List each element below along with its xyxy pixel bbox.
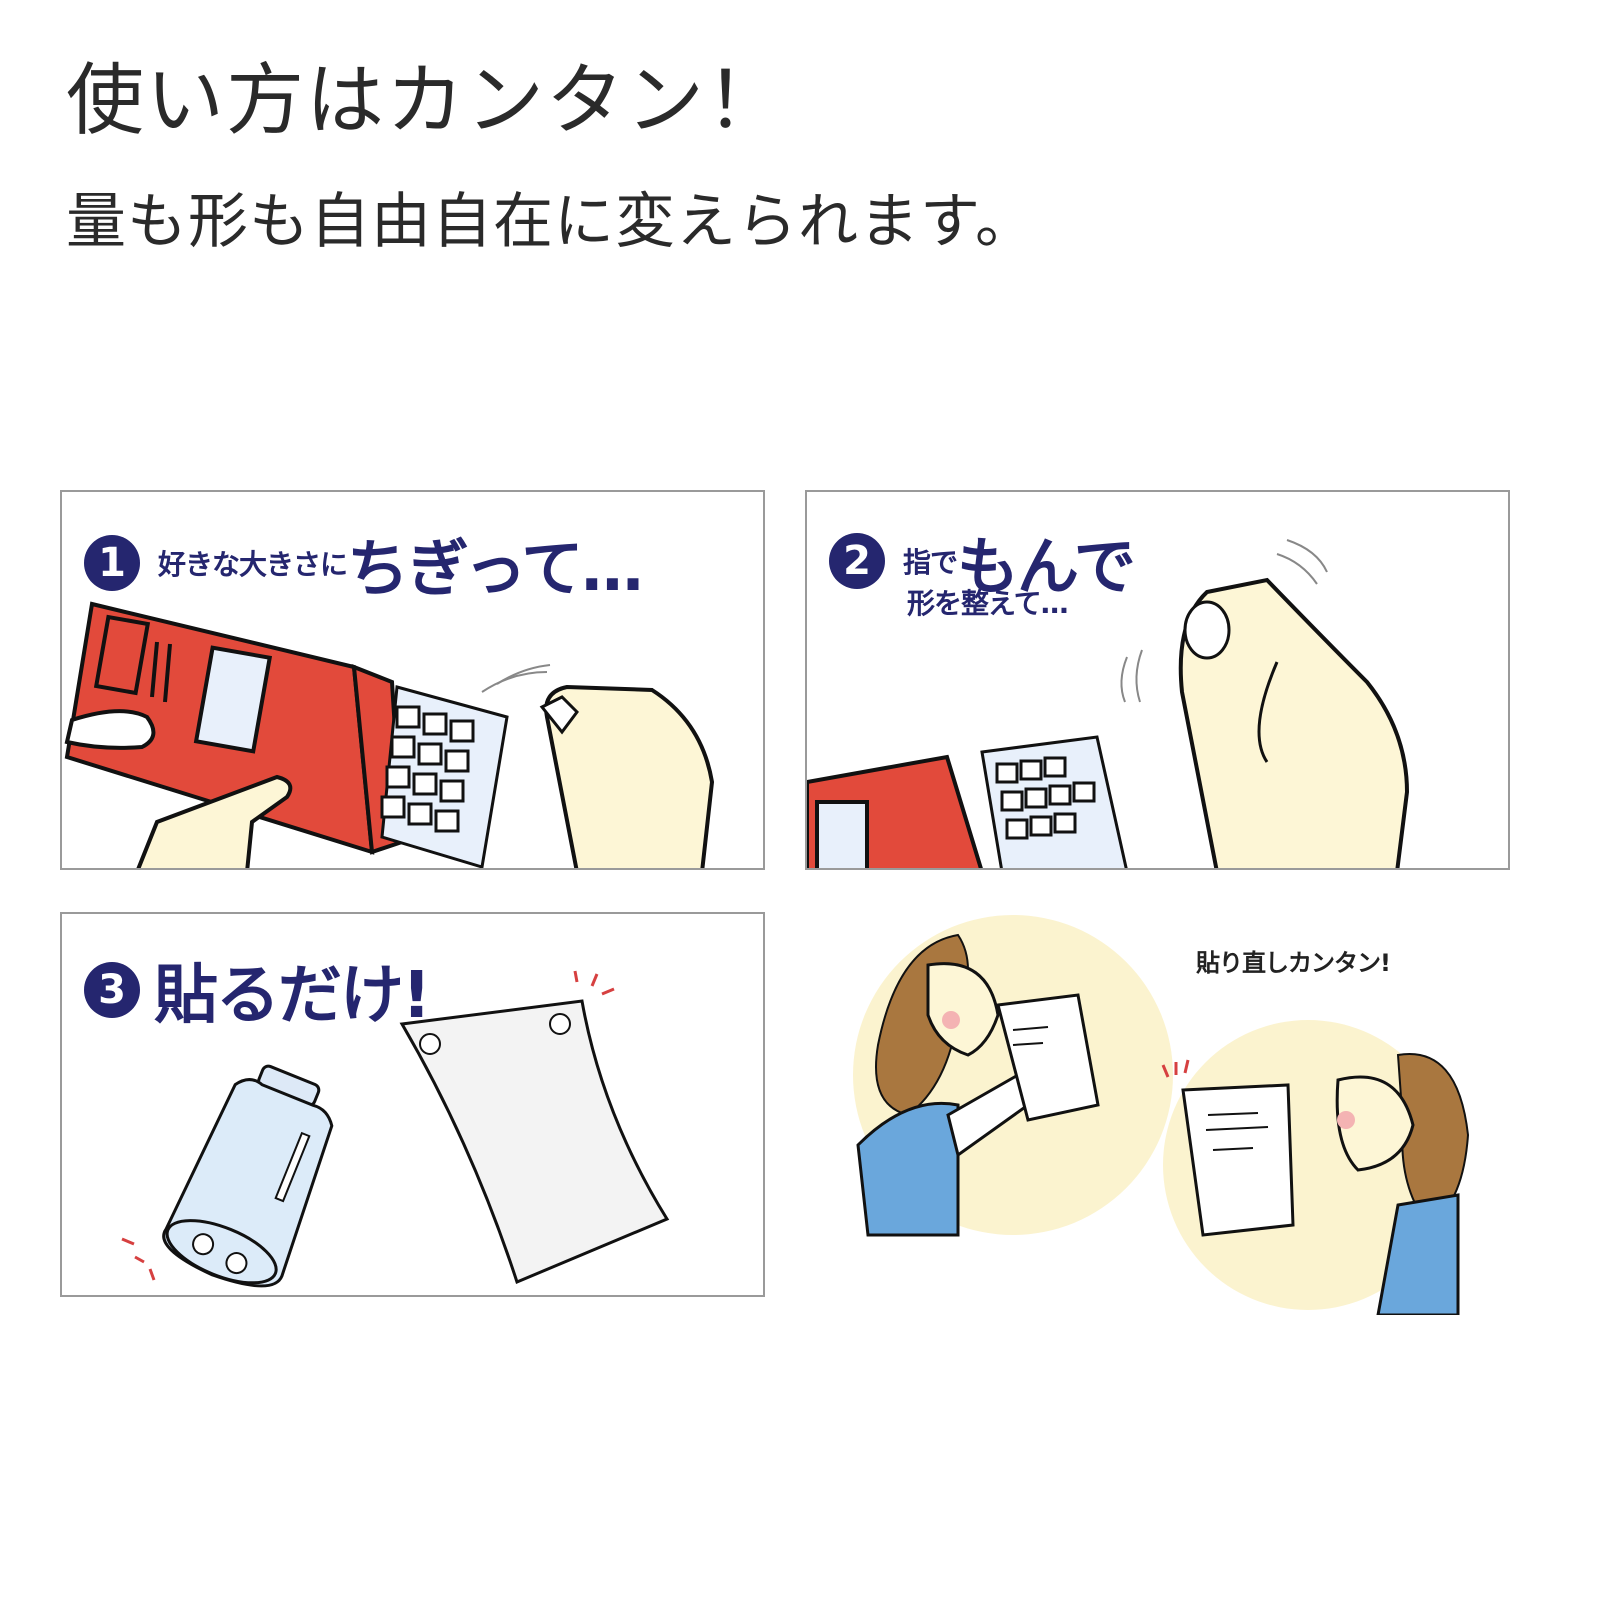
- step-number-badge: 2: [829, 533, 885, 589]
- step-1-emphasis-text: ちぎって…: [347, 532, 643, 605]
- step-3-emphasis-text: 貼るだけ!: [154, 959, 431, 1033]
- step-2-heading: 2 指で もんで: [829, 516, 1136, 606]
- tearing-putty-illustration: [64, 601, 715, 868]
- step-2-emphasis-text: もんで: [957, 530, 1136, 603]
- step-number-badge: 3: [84, 962, 140, 1018]
- step-3-panel: 3 貼るだけ!: [60, 912, 765, 1297]
- step-1-heading: 1 好きな大きさに ちぎって…: [84, 518, 643, 608]
- repositioning-scene-illustration: [853, 915, 1470, 1315]
- step-2-panel: 2 指で もんで 形を整えて…: [805, 490, 1510, 870]
- step-1-panel: 1 好きな大きさに ちぎって…: [60, 490, 765, 870]
- step-2-second-line: 形を整えて…: [907, 587, 1069, 620]
- bottle-and-paper-illustration: [121, 970, 670, 1288]
- scene-caption: 貼り直しカンタン!: [1196, 949, 1391, 977]
- page-subtitle: 量も形も自由自在に変えられます。: [66, 187, 1036, 257]
- kneading-putty-illustration: [807, 539, 1410, 868]
- step-3-heading: 3 貼るだけ!: [84, 944, 431, 1036]
- step-2-lead-text: 指で: [903, 546, 958, 579]
- step-1-lead-text: 好きな大きさに: [158, 548, 348, 581]
- step-number-badge: 1: [84, 535, 140, 591]
- page-title: 使い方はカンタン！: [66, 56, 787, 146]
